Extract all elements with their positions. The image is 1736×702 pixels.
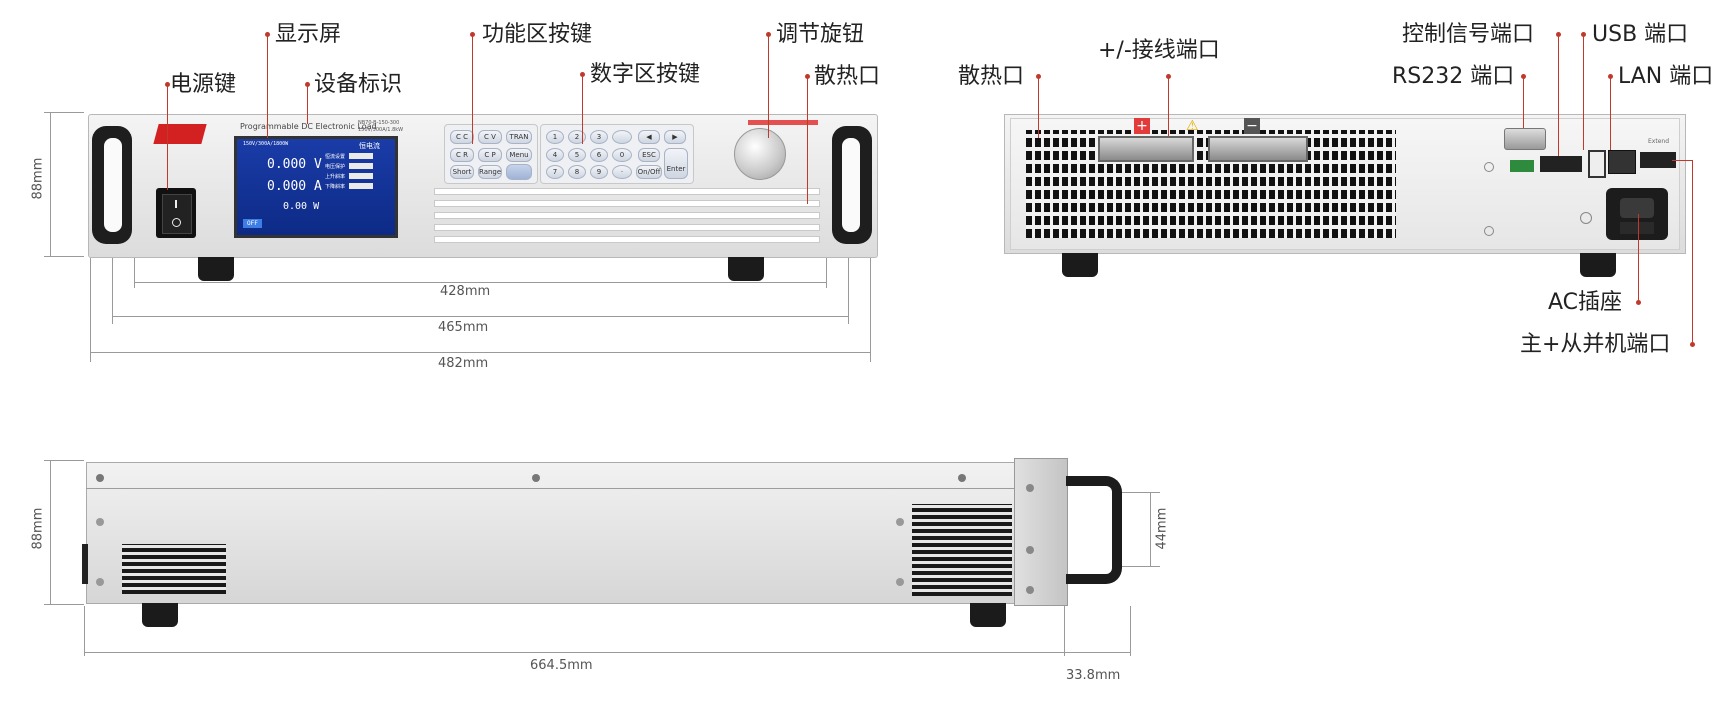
front-vent-2 xyxy=(434,200,820,207)
key-tran[interactable]: TRAN xyxy=(506,130,532,144)
front-foot-right xyxy=(728,257,764,281)
parallel-terminal xyxy=(1640,152,1676,168)
extend-label: Extend xyxy=(1648,138,1669,145)
panel-title: Programmable DC Electronic Load xyxy=(240,122,377,131)
label-ac: AC插座 xyxy=(1548,290,1623,315)
rear-foot-left xyxy=(1062,253,1098,277)
screen-current: 0.000 A xyxy=(267,179,322,194)
key-6[interactable]: 6 xyxy=(590,148,608,162)
label-front-vent: 散热口 xyxy=(814,64,881,89)
front-vent-1 xyxy=(434,188,820,195)
ac-socket xyxy=(1606,188,1668,240)
side-dim-44mm: 44mm xyxy=(1154,507,1170,550)
screen-param-1: 恒流设置 xyxy=(325,154,346,160)
key-esc[interactable]: ESC xyxy=(638,148,660,162)
power-switch[interactable] xyxy=(156,188,196,238)
positive-terminal xyxy=(1098,136,1194,162)
label-device-id: 设备标识 xyxy=(314,72,403,97)
usb-port xyxy=(1588,150,1606,178)
label-control-port: 控制信号端口 xyxy=(1402,22,1535,47)
key-1[interactable]: 1 xyxy=(546,130,564,144)
front-dim-465mm: 465mm xyxy=(438,320,489,335)
label-rear-vent: 散热口 xyxy=(958,64,1025,89)
control-terminal-a xyxy=(1510,160,1534,172)
side-dim-length: 664.5mm xyxy=(530,658,593,673)
front-vent-4 xyxy=(434,224,820,231)
model-line-1: NB70-B-150-300 xyxy=(358,120,400,126)
front-vent-3 xyxy=(434,212,820,219)
side-foot-left xyxy=(142,603,178,627)
screen-voltage: 0.000 V xyxy=(267,157,322,172)
screen-param-3: 上升斜率 xyxy=(325,174,346,180)
side-front-plate xyxy=(1014,458,1068,606)
key-enter[interactable]: Enter xyxy=(664,148,688,179)
key-2[interactable]: 2 xyxy=(568,130,586,144)
label-lan: LAN 端口 xyxy=(1618,64,1714,89)
screen-state: OFF xyxy=(243,219,262,228)
key-8[interactable]: 8 xyxy=(568,165,586,179)
label-numeric-keys: 数字区按键 xyxy=(590,62,701,87)
side-dim-88mm: 88mm xyxy=(30,507,46,550)
side-handle xyxy=(1066,476,1122,584)
adjust-knob[interactable] xyxy=(734,128,786,180)
key-cp[interactable]: C P xyxy=(478,148,502,162)
key-7[interactable]: 7 xyxy=(546,165,564,179)
label-usb: USB 端口 xyxy=(1592,22,1689,47)
label-knob: 调节旋钮 xyxy=(776,22,865,47)
side-vent-right xyxy=(912,504,1012,596)
side-dim-handle: 33.8mm xyxy=(1066,668,1121,683)
model-line-2: 150V/300A/1.8kW xyxy=(358,127,404,133)
screen-power: 0.00 W xyxy=(283,201,320,212)
key-blank[interactable] xyxy=(506,164,532,180)
label-rs232: RS232 端口 xyxy=(1392,64,1515,89)
control-terminal-b xyxy=(1540,156,1582,172)
key-onoff[interactable]: On/Off xyxy=(636,165,662,179)
negative-terminal xyxy=(1208,136,1308,162)
key-dot[interactable]: · xyxy=(612,165,632,179)
screen-status: 恒电流 xyxy=(359,142,380,150)
front-vent-5 xyxy=(434,236,820,243)
screen-param-4: 下降斜率 xyxy=(325,184,346,190)
key-0[interactable]: 0 xyxy=(612,148,632,162)
rear-foot-right xyxy=(1580,253,1616,277)
key-3[interactable]: 3 xyxy=(590,130,608,144)
brand-logo xyxy=(153,124,207,144)
front-foot-left xyxy=(198,257,234,281)
key-right[interactable]: ▶ xyxy=(664,130,686,144)
front-dim-88mm: 88mm xyxy=(30,157,46,200)
key-9[interactable]: 9 xyxy=(590,165,608,179)
plus-icon: + xyxy=(1134,118,1150,134)
label-parallel: 主+从并机端口 xyxy=(1520,332,1671,357)
key-short[interactable]: Short xyxy=(450,165,474,179)
screen-header: 150V/300A/1800W xyxy=(243,141,289,147)
label-power-key: 电源键 xyxy=(170,72,237,97)
key-5[interactable]: 5 xyxy=(568,148,586,162)
display-screen: 150V/300A/1800W 恒电流 0.000 V 0.000 A 0.00… xyxy=(234,136,398,238)
side-foot-right xyxy=(970,603,1006,627)
key-range[interactable]: Range xyxy=(478,165,502,179)
label-display: 显示屏 xyxy=(275,22,342,47)
key-left[interactable]: ◀ xyxy=(638,130,660,144)
front-dim-482mm: 482mm xyxy=(438,356,489,371)
key-4[interactable]: 4 xyxy=(546,148,564,162)
key-cr[interactable]: C R xyxy=(450,148,474,162)
front-dim-428mm: 428mm xyxy=(440,284,491,299)
lan-port xyxy=(1608,150,1636,174)
key-cc[interactable]: C C xyxy=(450,130,474,144)
label-terminals: +/-接线端口 xyxy=(1098,38,1220,63)
side-body xyxy=(86,462,1068,604)
label-function-keys: 功能区按键 xyxy=(482,22,593,47)
key-cv[interactable]: C V xyxy=(478,130,502,144)
minus-icon: − xyxy=(1244,118,1260,134)
key-menu[interactable]: Menu xyxy=(506,148,532,162)
key-eye[interactable] xyxy=(612,130,632,144)
screen-param-2: 电压保护 xyxy=(325,164,346,170)
rs232-connector xyxy=(1504,128,1546,150)
warning-icon: ⚠ xyxy=(1186,118,1199,134)
side-vent-left xyxy=(122,544,226,594)
